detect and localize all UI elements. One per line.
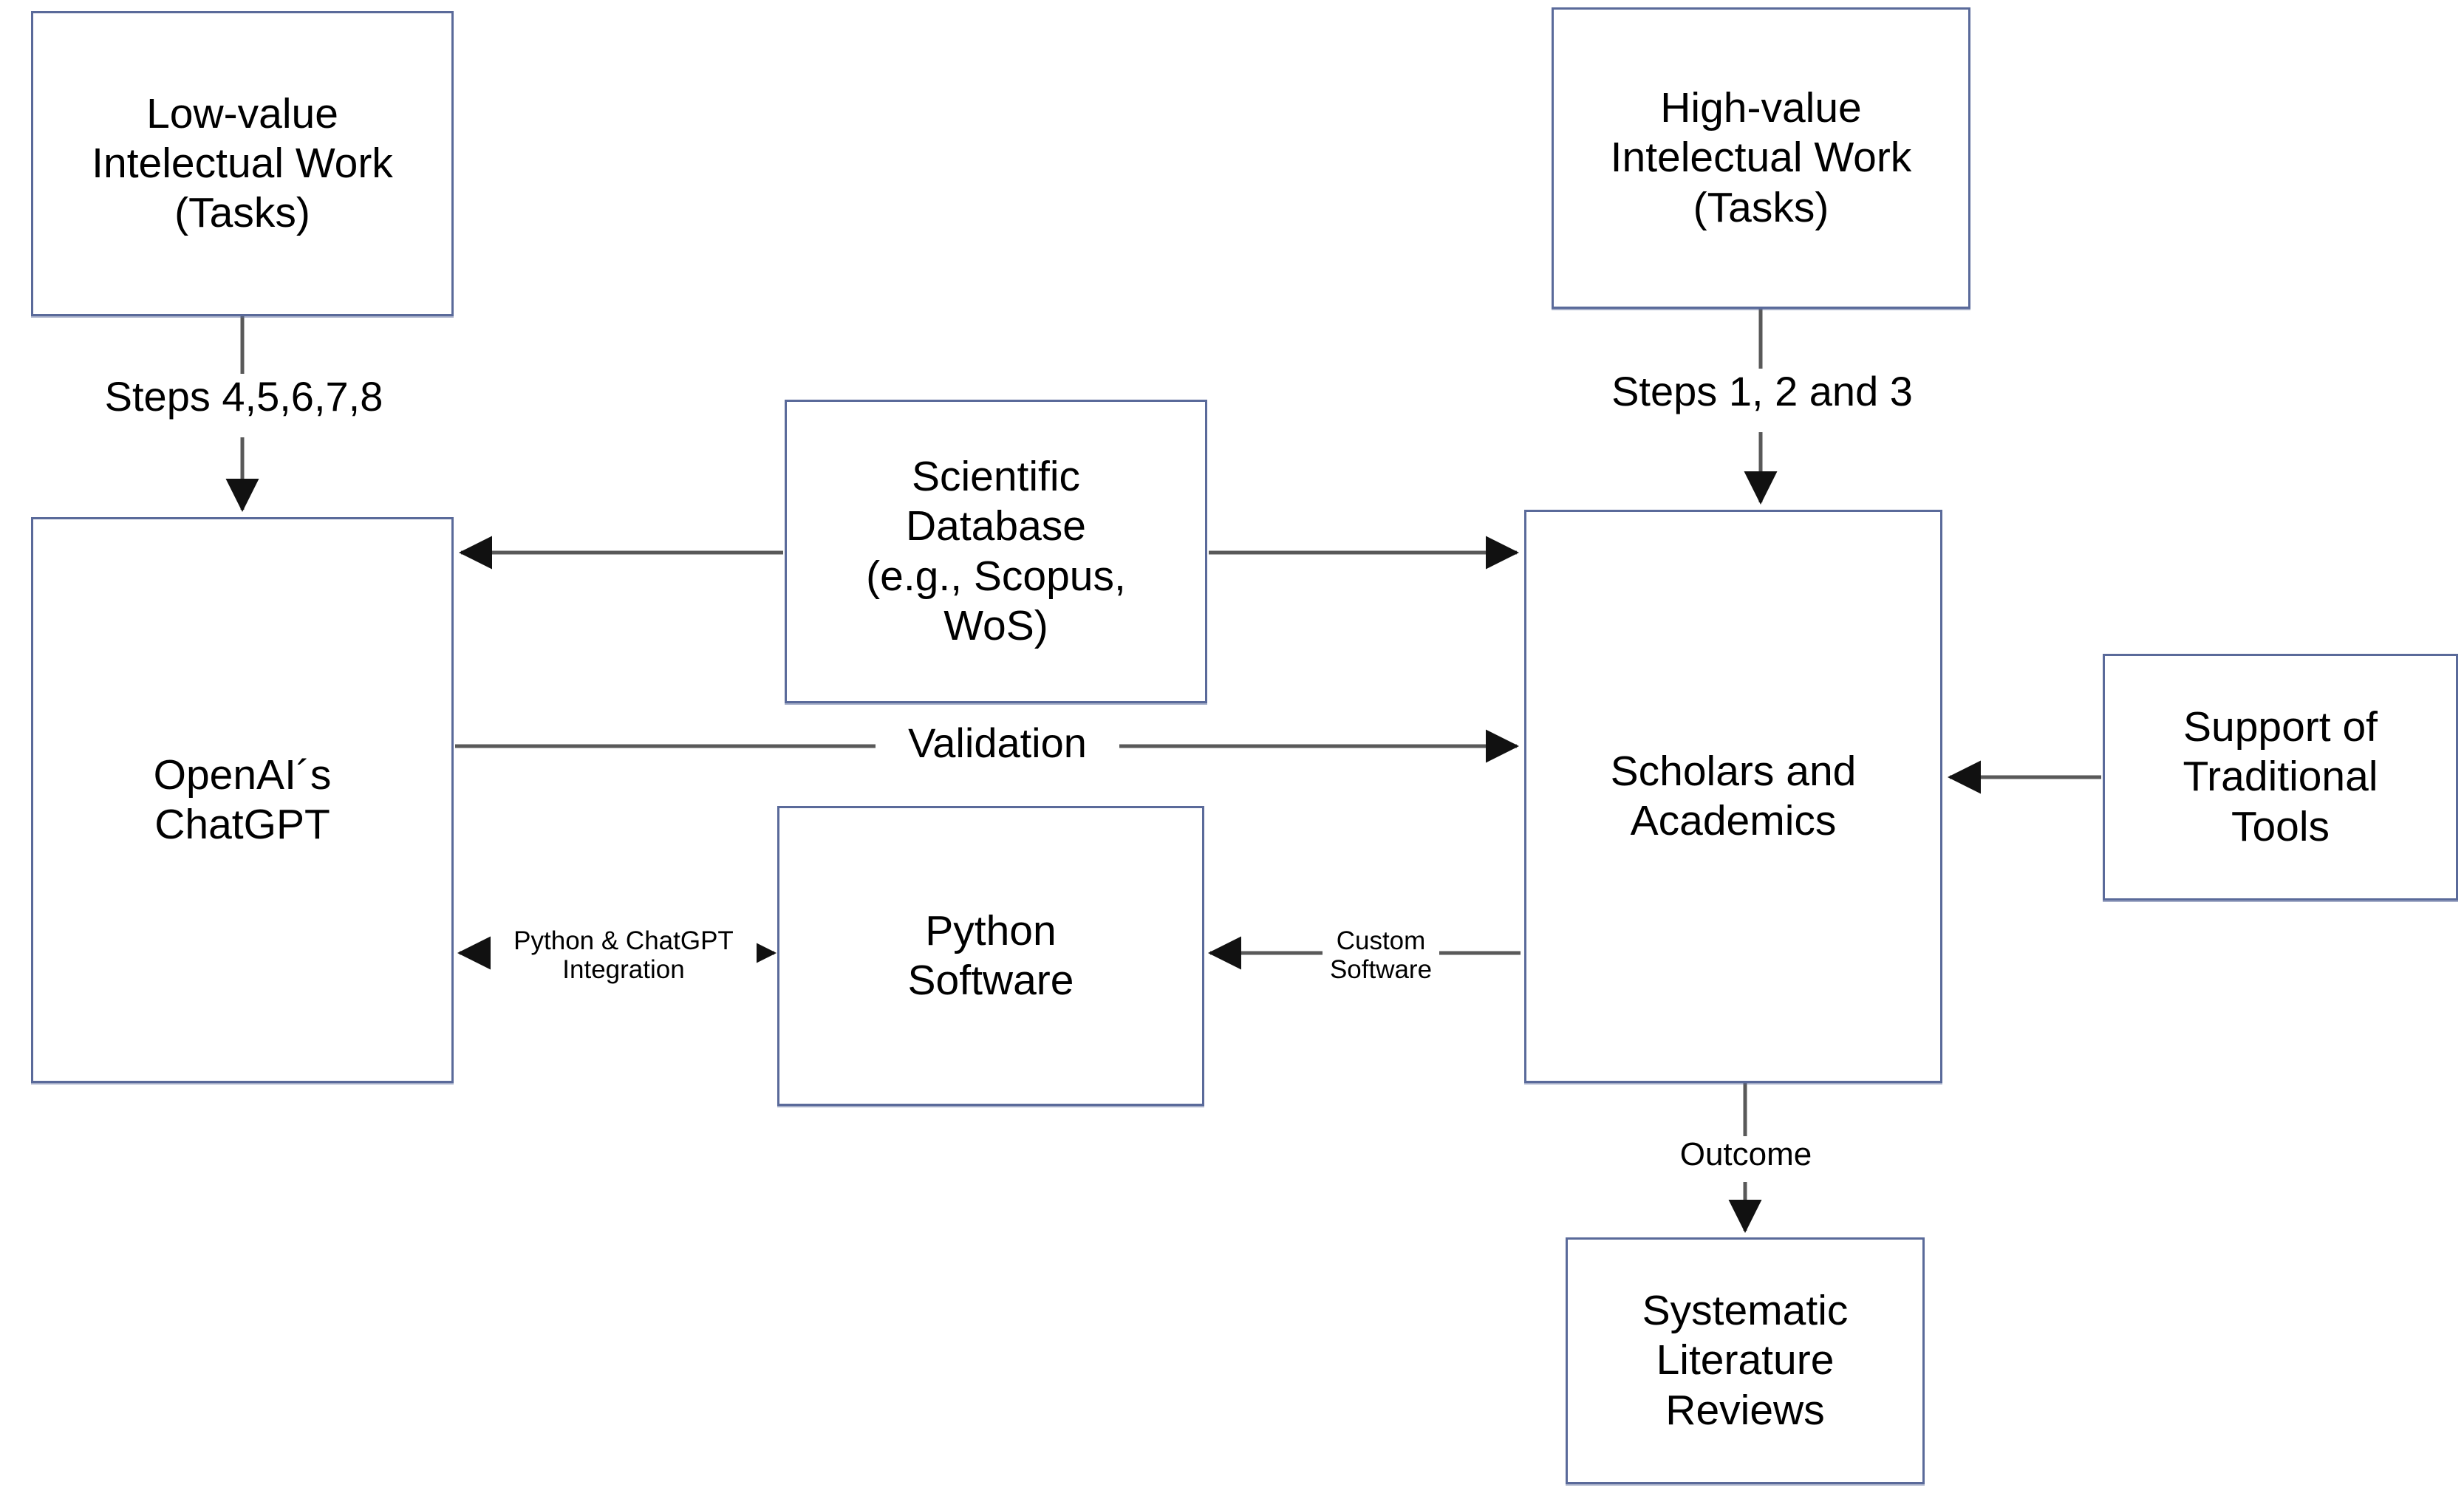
edge-label-steps-123: Steps 1, 2 and 3 [1544, 368, 1980, 415]
node-openai-chatgpt[interactable]: OpenAI´s ChatGPT [31, 517, 454, 1083]
edge-label-outcome: Outcome [1648, 1136, 1844, 1173]
edge-label-validation: Validation [876, 720, 1119, 767]
node-high-value-tasks[interactable]: High-value Intelectual Work (Tasks) [1552, 7, 1970, 309]
node-python-software[interactable]: Python Software [777, 806, 1204, 1106]
edge-label-python-chatgpt-integration: Python & ChatGPT Integration [491, 926, 757, 985]
node-scholars-academics[interactable]: Scholars and Academics [1524, 510, 1942, 1083]
node-support-traditional-tools[interactable]: Support of Traditional Tools [2103, 654, 2458, 901]
edge-label-custom-software: Custom Software [1323, 926, 1439, 985]
node-low-value-tasks[interactable]: Low-value Intelectual Work (Tasks) [31, 11, 454, 316]
node-systematic-literature-reviews[interactable]: Systematic Literature Reviews [1566, 1237, 1925, 1484]
edge-label-steps-45678: Steps 4,5,6,7,8 [30, 373, 458, 420]
node-scientific-database[interactable]: Scientific Database (e.g., Scopus, WoS) [785, 400, 1207, 703]
